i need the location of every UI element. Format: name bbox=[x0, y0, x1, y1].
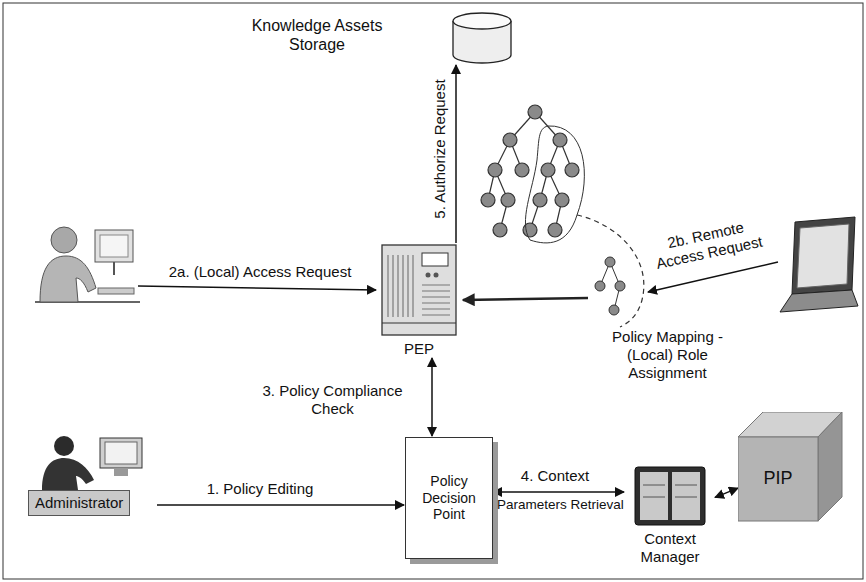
mapped-tree-part-part bbox=[609, 305, 619, 315]
context-manager: Context Manager bbox=[625, 465, 715, 566]
node-label: Context Manager bbox=[625, 527, 715, 566]
mapped-tree-part bbox=[595, 257, 625, 315]
annotation-label: Parameters Retrieval bbox=[497, 497, 625, 513]
server-box: PEP bbox=[378, 243, 460, 358]
edge-label: 5. Authorize Request bbox=[431, 69, 449, 229]
mapped-tree bbox=[595, 257, 625, 315]
annotation-label: 2b. Remote Access Request bbox=[643, 213, 773, 274]
local-user-figure-part bbox=[113, 262, 115, 275]
local-user-figure-part bbox=[100, 235, 128, 257]
role-tree-part-part bbox=[503, 133, 517, 147]
role-tree-part-part bbox=[515, 163, 529, 177]
role-tree-part-part bbox=[528, 105, 542, 119]
cylinder-shape bbox=[452, 12, 512, 64]
mapping-curve bbox=[577, 215, 644, 327]
node-label: PEP bbox=[378, 338, 460, 358]
role-tree-part-part bbox=[565, 163, 579, 177]
mapped-tree-part-part bbox=[605, 257, 615, 267]
connector-arrow bbox=[157, 504, 404, 506]
edge-label: 4. Context bbox=[505, 467, 605, 485]
annotation-label: Policy Mapping - (Local) Role Assignment bbox=[600, 328, 735, 382]
role-tree-part-part bbox=[541, 163, 555, 177]
local-user-figure bbox=[35, 227, 140, 302]
connector-arrow bbox=[493, 491, 624, 493]
administrator-figure bbox=[22, 432, 157, 492]
context-manager-icon bbox=[625, 465, 715, 527]
laptop-figure-part bbox=[780, 290, 858, 312]
role-tree-part-part bbox=[548, 223, 562, 237]
cube-shape bbox=[738, 412, 843, 522]
connector-arrow bbox=[715, 488, 738, 497]
mapping-arrow bbox=[463, 298, 588, 300]
storage-cylinder: Knowledge Assets Storage bbox=[452, 12, 512, 64]
access-arrow bbox=[138, 286, 376, 290]
mapped-tree-part-part bbox=[615, 281, 625, 291]
node-label: PIP bbox=[738, 437, 818, 521]
role-tree-part-part bbox=[493, 223, 507, 237]
node-label: Knowledge Assets Storage bbox=[242, 16, 392, 54]
role-tree-part-part bbox=[481, 193, 495, 207]
server-icon bbox=[378, 243, 460, 338]
edge-label: 3. Policy Compliance Check bbox=[245, 382, 420, 418]
role-tree-part-part bbox=[555, 193, 569, 207]
local-user-figure-part bbox=[51, 227, 77, 253]
cube-box: PIP bbox=[738, 412, 843, 522]
role-tree-part-part bbox=[488, 163, 502, 177]
laptop-figure bbox=[780, 217, 858, 312]
role-tree-part-part bbox=[553, 133, 567, 147]
node-label: Administrator bbox=[28, 490, 130, 516]
laptop-figure-part bbox=[792, 217, 855, 294]
annotation-label: 2a. (Local) Access Request bbox=[160, 258, 360, 286]
node-label: Policy Decision Point bbox=[412, 473, 486, 523]
edge-label: 1. Policy Editing bbox=[185, 480, 335, 498]
role-tree-part bbox=[525, 126, 584, 243]
connector-arrow bbox=[455, 65, 457, 243]
role-tree bbox=[481, 105, 584, 243]
role-tree-part-part bbox=[501, 193, 515, 207]
role-tree-part-part bbox=[533, 193, 547, 207]
laptop-figure-part bbox=[797, 224, 849, 288]
mapped-tree-part-part bbox=[595, 281, 605, 291]
local-user-figure-part bbox=[95, 230, 133, 262]
decision-server: Policy Decision Point bbox=[405, 437, 493, 559]
connector-arrow bbox=[431, 358, 433, 436]
administrator-box: Administrator bbox=[22, 432, 157, 527]
local-user-figure-part bbox=[98, 288, 134, 294]
role-tree-part bbox=[481, 105, 579, 237]
local-user-figure-part bbox=[40, 256, 96, 302]
frame bbox=[3, 3, 863, 579]
